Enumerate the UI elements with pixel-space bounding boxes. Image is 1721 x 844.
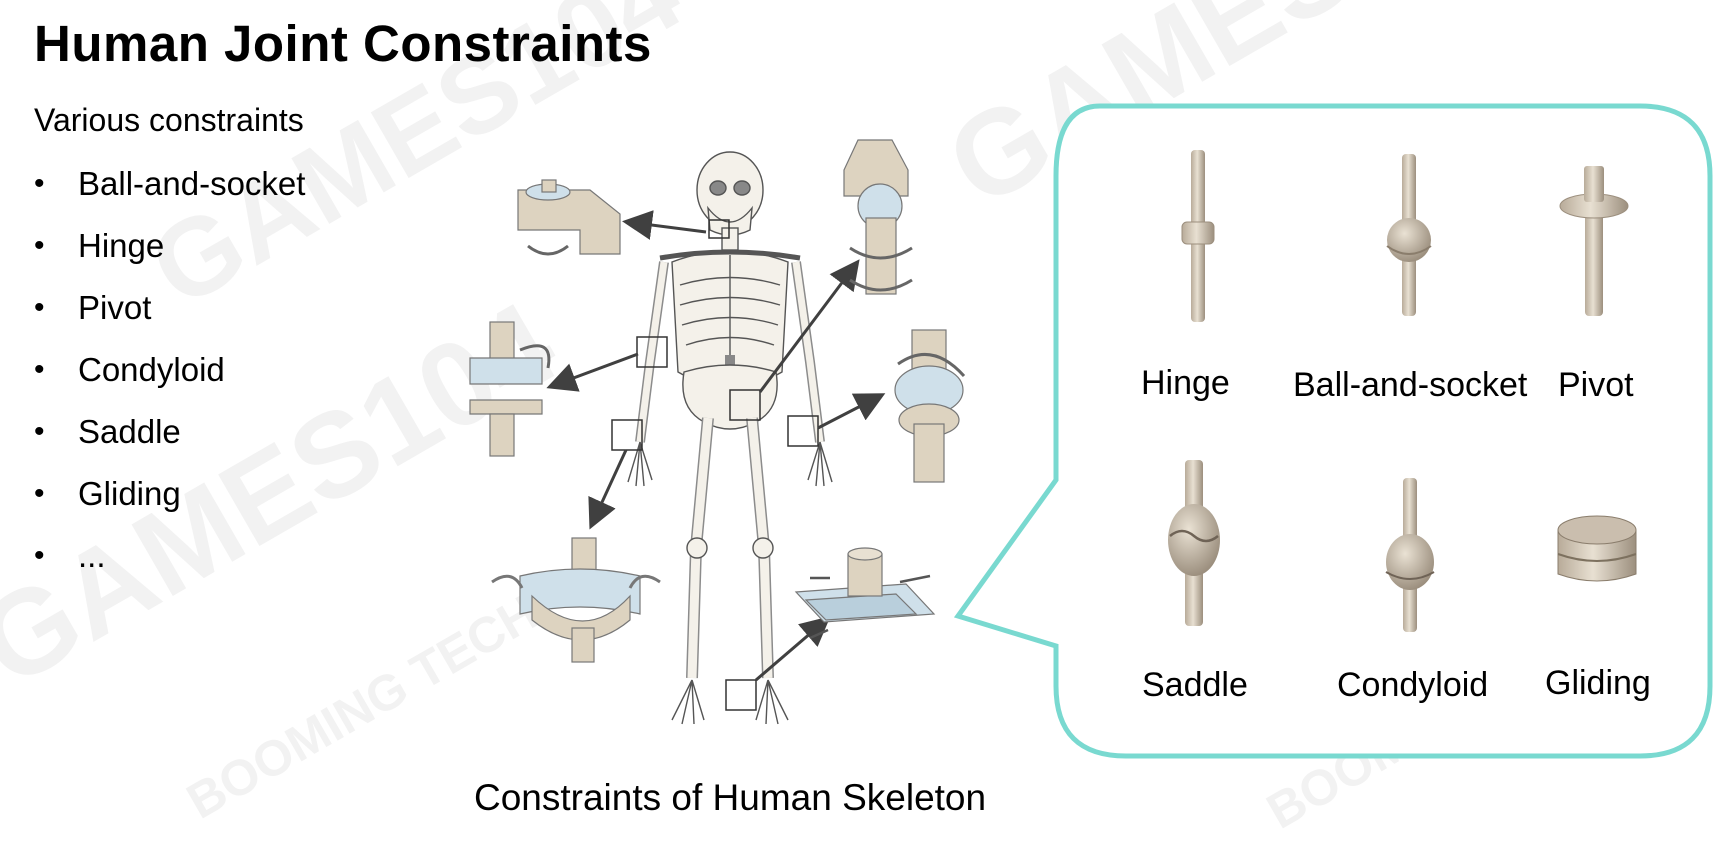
joint-markers xyxy=(611,219,819,711)
list-item: •... xyxy=(34,536,305,598)
hinge-joint-illustration xyxy=(469,321,551,457)
ball-and-socket-model xyxy=(1386,154,1432,316)
gliding-joint-illustration xyxy=(794,547,936,640)
bullet-icon: • xyxy=(34,353,45,386)
pivot-joint-illustration xyxy=(517,179,621,256)
bullet-icon: • xyxy=(34,229,45,262)
list-item: • Condyloid xyxy=(34,350,305,412)
label-saddle: Saddle xyxy=(1142,666,1248,704)
slide-subtitle: Various constraints xyxy=(34,102,304,138)
list-item-label: Condyloid xyxy=(78,351,225,388)
list-item-label: Saddle xyxy=(78,413,181,450)
constraint-list: • Ball-and-socket • Hinge • Pivot • Condyloi… xyxy=(34,164,305,598)
label-condyloid: Condyloid xyxy=(1337,666,1489,704)
saddle-model xyxy=(1168,460,1220,626)
bullet-icon: • xyxy=(34,415,45,448)
list-item-label: Pivot xyxy=(78,289,152,326)
list-item: • Ball-and-socket xyxy=(34,164,305,226)
gliding-model xyxy=(1557,515,1637,582)
label-gliding: Gliding xyxy=(1545,664,1651,702)
bullet-icon: • xyxy=(34,477,45,510)
callout-border xyxy=(953,103,1713,759)
ball-socket-joint-illustration xyxy=(843,139,913,295)
condyloid-model xyxy=(1385,478,1435,632)
list-item: • Hinge xyxy=(34,226,305,288)
label-hinge: Hinge xyxy=(1141,364,1230,402)
list-item-label: Ball-and-socket xyxy=(78,165,306,202)
list-item-label: ... xyxy=(78,537,106,574)
hinge-model xyxy=(1181,150,1215,322)
label-ball-and-socket: Ball-and-socket xyxy=(1293,366,1528,404)
skeleton-figure xyxy=(627,151,833,725)
list-item-label: Hinge xyxy=(78,227,165,264)
condyloid-joint-illustration xyxy=(894,329,966,483)
list-item: • Pivot xyxy=(34,288,305,350)
saddle-joint-illustration xyxy=(491,537,661,663)
label-pivot: Pivot xyxy=(1558,366,1634,404)
list-item-label: Gliding xyxy=(78,475,181,512)
list-item: • Gliding xyxy=(34,474,305,536)
list-item: • Saddle xyxy=(34,412,305,474)
bullet-icon: • xyxy=(34,539,45,572)
bullet-icon: • xyxy=(34,291,45,324)
joint-arrows xyxy=(546,210,886,682)
diagram-caption: Constraints of Human Skeleton xyxy=(474,777,987,818)
bullet-icon: • xyxy=(34,167,45,200)
pivot-model xyxy=(1559,166,1629,316)
slide-title: Human Joint Constraints xyxy=(34,15,652,72)
